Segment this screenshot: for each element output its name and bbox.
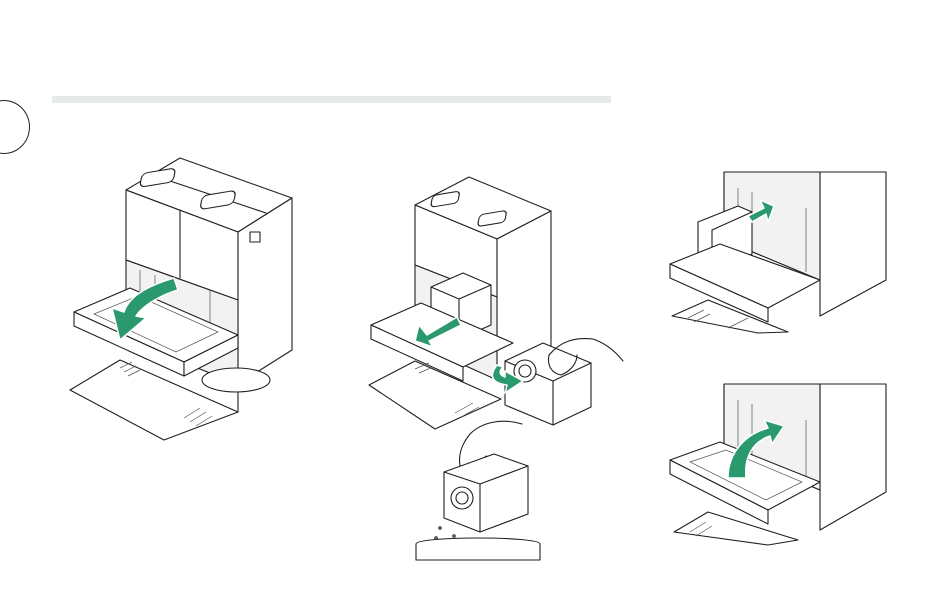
section-divider (52, 96, 611, 103)
illustration-remove-bag (365, 175, 635, 440)
step-number-circle (0, 100, 30, 154)
illustration-open-drawer (60, 150, 320, 450)
trash-bin-rim (416, 538, 540, 560)
illustration-insert-bag (668, 168, 893, 333)
illustration-empty-bag (410, 410, 560, 560)
illustration-close-drawer (668, 380, 893, 545)
